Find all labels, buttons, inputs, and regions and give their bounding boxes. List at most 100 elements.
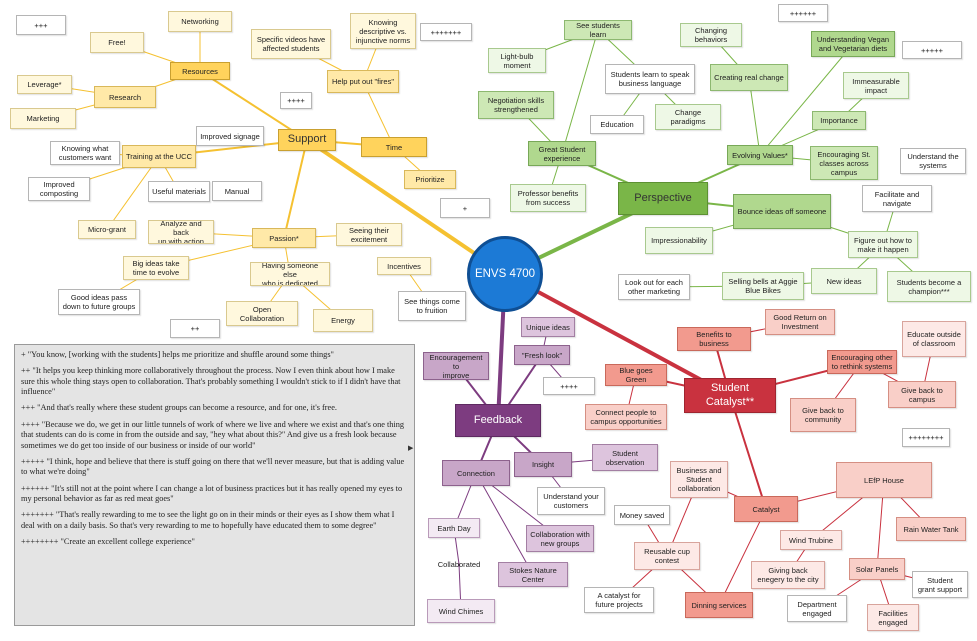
node-rain-water[interactable]: Rain Water Tank [896,517,966,541]
node-manual[interactable]: Manual [212,181,262,201]
node-importance[interactable]: Importance [812,111,866,130]
node-student-obs[interactable]: Student observation [592,444,658,471]
node-seeing-excitement[interactable]: Seeing their excitement [336,223,402,246]
node-dinning-services[interactable]: Dinning services [685,592,753,618]
node-new-ideas[interactable]: New ideas [811,268,877,294]
node-perspective[interactable]: Perspective [618,182,708,215]
node-student-catalyst[interactable]: Student Catalyst** [684,378,776,413]
node-incentives[interactable]: Incentives [377,257,431,275]
node-encouragement[interactable]: Encouragement to improve [423,352,489,380]
node-immeasurable[interactable]: Immeasurable impact [843,72,909,99]
node-unique-ideas[interactable]: Unique ideas [521,317,575,337]
node-insight[interactable]: Insight [514,452,572,477]
node-education[interactable]: Education [590,115,644,134]
node-facilitate[interactable]: Facilitate and navigate [862,185,932,212]
node-connection[interactable]: Connection [442,460,510,486]
node-resources[interactable]: Resources [170,62,230,80]
node-see-learn[interactable]: See students learn [564,20,632,40]
node-vegan[interactable]: Understanding Vegan and Vegetarian diets [811,31,895,57]
central-topic-node[interactable]: ENVS 4700 [467,236,543,312]
node-evolving-values[interactable]: Evolving Values* [727,145,793,165]
node-support[interactable]: Support [278,129,336,151]
node-big-ideas[interactable]: Big ideas take time to evolve [123,256,189,280]
node-stokes[interactable]: Stokes Nature Center [498,562,568,587]
node-s-plus3[interactable]: +++ [16,15,66,35]
node-light-bulb[interactable]: Light-bulb moment [488,48,546,73]
node-creating-change[interactable]: Creating real change [710,64,788,91]
node-champion[interactable]: Students become a champion*** [887,271,971,302]
node-s-plus4[interactable]: ++++ [280,92,312,109]
node-f-plus4[interactable]: ++++ [543,377,595,395]
node-analyze[interactable]: Analyze and back up with action [148,220,214,244]
node-understand-systems[interactable]: Understand the systems [900,148,966,174]
node-research[interactable]: Research [94,86,156,108]
node-leverage[interactable]: Leverage* [17,75,72,94]
node-time[interactable]: Time [361,137,427,157]
node-see-things[interactable]: See things come to fruition [398,291,466,321]
node-selling-bells[interactable]: Selling bells at Aggie Blue Bikes [722,272,804,300]
node-changing-behaviors[interactable]: Changing behaviors [680,23,742,47]
node-understand-customers[interactable]: Understand your customers [537,487,605,515]
node-give-back-community[interactable]: Give back to community [790,398,856,432]
node-networking[interactable]: Networking [168,11,232,32]
node-p-plus6[interactable]: ++++++ [778,4,828,22]
node-having-someone[interactable]: Having someone else who is dedicated [250,262,330,286]
node-bounce-ideas[interactable]: Bounce ideas off someone [733,194,831,229]
node-encouraging-others[interactable]: Encouraging other to rethink systems [827,350,897,374]
node-encouraging-st[interactable]: Encouraging St. classes across campus [810,146,878,180]
node-speak-business[interactable]: Students learn to speak business languag… [605,64,695,94]
node-educate-outside[interactable]: Educate outside of classroom [902,321,966,357]
node-energy[interactable]: Energy [313,309,373,332]
node-reusable-cup[interactable]: Reusable cup contest [634,542,700,570]
node-give-back-campus[interactable]: Give back to campus [888,381,956,408]
node-student-grant[interactable]: Student grant support [912,571,968,598]
node-good-return[interactable]: Good Return on Investment [765,309,835,335]
node-marketing[interactable]: Marketing [10,108,76,129]
node-feedback[interactable]: Feedback [455,404,541,437]
node-impressionability[interactable]: Impressionability [645,227,713,254]
node-lefp-house[interactable]: LEfP House [836,462,932,498]
node-useful-materials[interactable]: Useful materials [148,181,210,202]
node-great-student[interactable]: Great Student experience [528,141,596,166]
node-wind-turbine[interactable]: Wind Trubine [780,530,842,550]
node-microgrant[interactable]: Micro-grant [78,220,136,239]
node-business-collab[interactable]: Business and Student collaboration [670,461,728,498]
node-giving-back-energy[interactable]: Giving back enegery to the city [751,561,825,589]
node-knowing[interactable]: Knowing what customers want [50,141,120,165]
node-connect-people[interactable]: Connect people to campus opportunities [585,404,667,430]
node-figure-out[interactable]: Figure out how to make it happen [848,231,918,258]
node-good-ideas[interactable]: Good ideas pass down to future groups [58,289,140,315]
node-training[interactable]: Training at the UCC [122,145,196,168]
node-collab-groups[interactable]: Collaboration with new groups [526,525,594,552]
node-help-fires[interactable]: Help put out "fires" [327,70,399,93]
node-improved-composting[interactable]: Improved composting [28,177,90,201]
node-improved-signage[interactable]: Improved signage [196,126,264,146]
node-passion[interactable]: Passion* [252,228,316,248]
node-facilities-engaged[interactable]: Facilities engaged [867,604,919,631]
node-p-plus5[interactable]: +++++ [902,41,962,59]
node-look-out[interactable]: Look out for each other marketing [618,274,690,300]
node-r-plus8[interactable]: ++++++++ [902,428,950,447]
node-s-plus2[interactable]: ++ [170,319,220,338]
node-fresh-look[interactable]: "Fresh look" [514,345,570,365]
node-catalyst[interactable]: Catalyst [734,496,798,522]
node-catalyst-future[interactable]: A catalyst for future projects [584,587,654,613]
node-benefits-business[interactable]: Benefits to business [677,327,751,351]
node-blue-goes-green[interactable]: Blue goes Green [605,364,667,386]
node-wind-chimes[interactable]: Wind Chimes [427,599,495,623]
node-s-plus1[interactable]: + [440,198,490,218]
node-money-saved[interactable]: Money saved [614,505,670,525]
node-open-collab[interactable]: Open Collaboration [226,301,298,326]
node-free[interactable]: Free! [90,32,144,53]
node-prioritize[interactable]: Prioritize [404,170,456,189]
node-dept-engaged[interactable]: Department engaged [787,595,847,622]
node-prof-benefits[interactable]: Professor benefits from success [510,184,586,212]
node-solar-panels[interactable]: Solar Panels [849,558,905,580]
node-p-plus7[interactable]: +++++++ [420,23,472,41]
node-earth-day[interactable]: Earth Day [428,518,480,538]
node-knowing-norms[interactable]: Knowing descriptive vs. injunctive norms [350,13,416,49]
node-collaborated[interactable]: Collaborated [437,559,481,569]
node-specific-videos[interactable]: Specific videos have affected students [251,29,331,59]
node-negotiation[interactable]: Negotiation skills strengthened [478,91,554,119]
node-change-paradigms[interactable]: Change paradigms [655,104,721,130]
